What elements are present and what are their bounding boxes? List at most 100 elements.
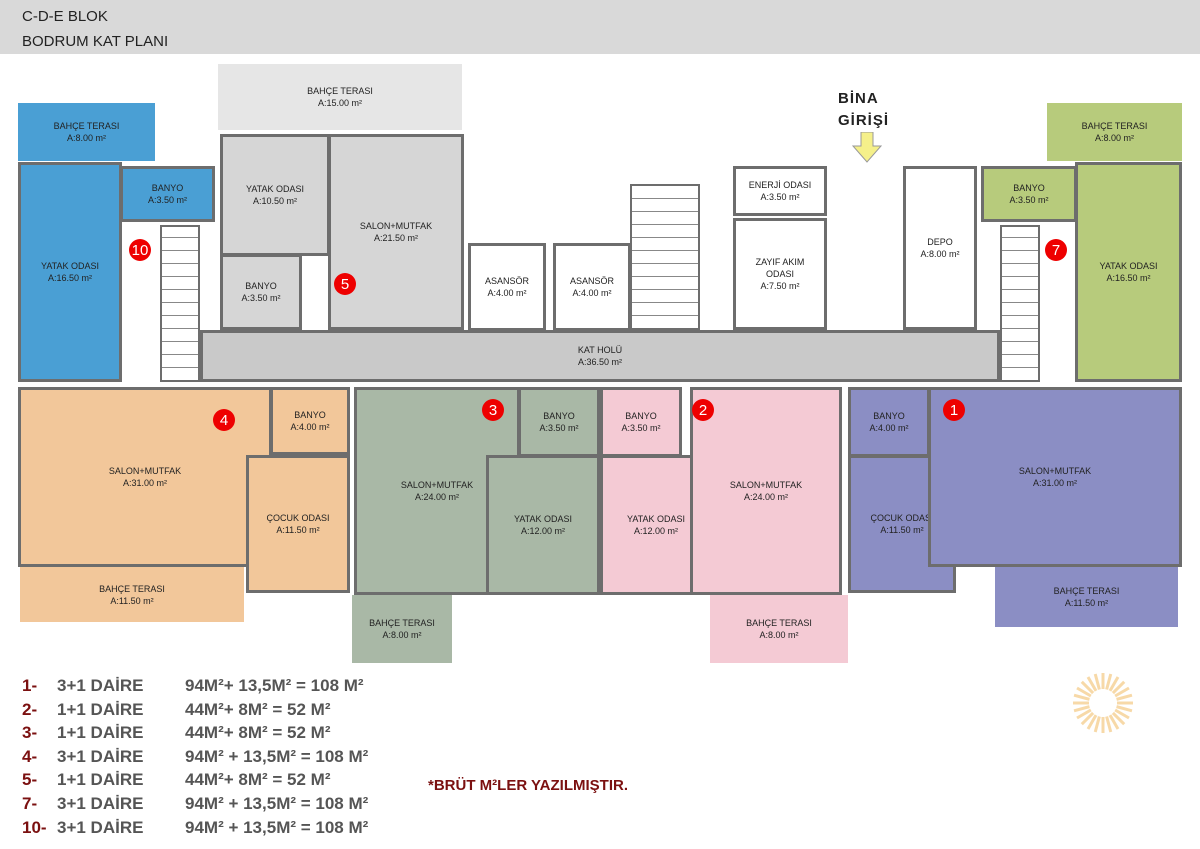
room-area: A:24.00 m² bbox=[414, 492, 460, 502]
room-name: BANYO bbox=[1013, 183, 1045, 193]
room-area: A:16.50 m² bbox=[47, 273, 93, 283]
legend-unit-type: 1+1 DAİRE bbox=[57, 723, 144, 743]
room-name: KAT HOLÜ bbox=[577, 345, 623, 355]
room-area: A:11.50 m² bbox=[276, 525, 320, 535]
legend-area-formula: 94M² + 13,5M² = 108 M² bbox=[185, 793, 369, 813]
room-area: A:4.00 m² bbox=[869, 423, 909, 433]
room-name: YATAK ODASI bbox=[40, 261, 99, 271]
room-yatak-odasi-unit-7: YATAK ODASI A:16.50 m² bbox=[1075, 162, 1182, 382]
room-asans-r-unit-common: ASANSÖR A:4.00 m² bbox=[468, 243, 546, 331]
unit-number-marker: 5 bbox=[334, 273, 356, 295]
room-yatak-odasi-unit-10: YATAK ODASI A:16.50 m² bbox=[18, 162, 122, 382]
room-area: A:12.00 m² bbox=[633, 526, 679, 536]
legend-unit-number: 4- bbox=[22, 746, 38, 766]
entrance-line-1: BİNA bbox=[838, 90, 879, 107]
room-name: BANYO bbox=[543, 411, 575, 421]
gross-area-note: *BRÜT M²LER YAZILMIŞTIR. bbox=[428, 777, 629, 794]
room-name: BAHÇE TERASI bbox=[369, 618, 435, 628]
legend-area-formula: 44M²+ 8M² = 52 M² bbox=[185, 770, 331, 790]
room-area: A:3.50 m² bbox=[621, 423, 661, 433]
room-area: A:4.00 m² bbox=[487, 288, 527, 298]
room-area: A:36.50 m² bbox=[577, 357, 623, 367]
legend-unit-type: 3+1 DAİRE bbox=[57, 793, 144, 813]
legend-unit-number: 5- bbox=[22, 770, 38, 790]
room-name: YATAK ODASI bbox=[626, 514, 685, 524]
unit-number-marker: 1 bbox=[943, 399, 965, 421]
building-entrance-label: BİNA GİRİŞİ bbox=[838, 88, 889, 132]
room-name: BAHÇE TERASI bbox=[746, 618, 812, 628]
room-bah-e-terasi-unit-5: BAHÇE TERASI A:15.00 m² bbox=[218, 64, 462, 130]
room-name: ÇOCUK ODASI bbox=[870, 513, 934, 523]
staircase bbox=[1000, 225, 1040, 382]
room-name: BANYO bbox=[625, 411, 657, 421]
floor-title: BODRUM KAT PLANI bbox=[22, 33, 169, 50]
room-name: BAHÇE TERASI bbox=[99, 583, 165, 594]
room-area: A:31.00 m² bbox=[122, 478, 168, 488]
room-area: A:11.50 m² bbox=[110, 595, 154, 606]
entrance-line-2: GİRİŞİ bbox=[838, 112, 890, 129]
room-name: SALON+MUTFAK bbox=[400, 480, 474, 490]
room-name: YATAK ODASI bbox=[1099, 261, 1158, 271]
room-name: BAHÇE TERASI bbox=[307, 86, 373, 96]
room-area: A:11.50 m² bbox=[880, 525, 924, 535]
room-area: A:10.50 m² bbox=[252, 196, 298, 206]
room-area: A:3.50 m² bbox=[539, 423, 579, 433]
legend-unit-number: 10- bbox=[22, 817, 47, 837]
unit-number-marker: 4 bbox=[213, 409, 235, 431]
room-kat-hol-unit-common: KAT HOLÜ A:36.50 m² bbox=[200, 330, 1000, 382]
room-name: BANYO bbox=[294, 410, 326, 420]
room-name: ASANSÖR bbox=[484, 276, 529, 286]
unit-number-marker: 3 bbox=[482, 399, 504, 421]
legend-unit-type: 3+1 DAİRE bbox=[57, 676, 144, 695]
room-name: BAHÇE TERASI bbox=[1053, 586, 1120, 596]
room-name: BAHÇE TERASI bbox=[53, 121, 120, 131]
room-name: SALON+MUTFAK bbox=[359, 221, 433, 231]
room-name: BAHÇE TERASI bbox=[1081, 121, 1148, 131]
room-name: SALON+MUTFAK bbox=[729, 480, 803, 490]
legend-unit-type: 3+1 DAİRE bbox=[57, 817, 144, 837]
unit-number-marker: 2 bbox=[692, 399, 714, 421]
room-name: BANYO bbox=[873, 411, 905, 421]
room-area: A:4.00 m² bbox=[572, 288, 612, 298]
legend-unit-number: 3- bbox=[22, 723, 38, 743]
room-area: A:3.50 m² bbox=[1009, 195, 1049, 205]
legend-row: 7- 3+1 DAİRE 94M² + 13,5M² = 108 M² bbox=[22, 794, 442, 818]
room-banyo-unit-7: BANYO A:3.50 m² bbox=[981, 166, 1077, 222]
room-salon-mutfak-unit-5: SALON+MUTFAK A:21.50 m² bbox=[328, 134, 464, 330]
room-area: A:21.50 m² bbox=[373, 233, 419, 243]
sun-logo-icon bbox=[1073, 673, 1133, 733]
legend-unit-number: 2- bbox=[22, 699, 38, 719]
block-title: C-D-E BLOK bbox=[22, 8, 108, 25]
room-banyo-unit-1: BANYO A:4.00 m² bbox=[848, 387, 930, 457]
room-name: SALON+MUTFAK bbox=[1018, 466, 1092, 476]
room-area: A:8.00 m² bbox=[1094, 133, 1134, 143]
room-area: A:3.50 m² bbox=[147, 195, 187, 205]
room-name: BANYO bbox=[245, 281, 277, 291]
room-area: A:8.00 m² bbox=[920, 249, 960, 259]
room-banyo-unit-2: BANYO A:3.50 m² bbox=[600, 387, 682, 457]
legend-unit-number: 7- bbox=[22, 793, 38, 813]
room-area: A:8.00 m² bbox=[66, 133, 106, 143]
room-bah-e-terasi-unit-10: BAHÇE TERASI A:8.00 m² bbox=[18, 103, 155, 161]
room-area: A:15.00 m² bbox=[317, 98, 363, 108]
entrance-arrow-icon bbox=[852, 132, 882, 163]
staircase bbox=[630, 184, 700, 330]
room-area: A:16.50 m² bbox=[1106, 273, 1151, 283]
room-name: SALON+MUTFAK bbox=[108, 466, 182, 476]
